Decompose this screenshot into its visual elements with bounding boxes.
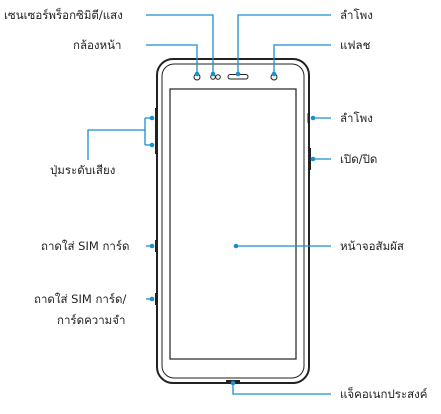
callout-multipurpose-jack <box>232 383 331 395</box>
light-sensor-dot <box>215 74 221 80</box>
power-button <box>308 148 311 170</box>
sim-tray-slot-1 <box>155 240 158 252</box>
label-speaker-top: ลำโพง <box>340 8 373 22</box>
label-flash: แฟลช <box>340 38 371 52</box>
callout-light-sensor <box>146 14 214 74</box>
side-speaker <box>307 113 310 123</box>
touchscreen-area <box>169 88 297 360</box>
label-front-camera: กล้องหน้า <box>73 38 122 52</box>
callout-volume <box>87 129 145 158</box>
label-sim-tray-2-line2: การ์ดความจำ <box>57 313 126 327</box>
label-volume-key: ปุ่มระดับเสียง <box>50 163 116 177</box>
volume-button <box>155 108 158 154</box>
label-sim-tray-1: ถาดใส่ SIM การ์ด <box>41 239 130 253</box>
callout-speaker-top <box>237 14 331 74</box>
label-touchscreen: หน้าจอสัมผัส <box>340 239 404 253</box>
label-light-sensor: เซนเซอร์พร็อกซิมิตี/แสง <box>4 8 123 22</box>
label-multipurpose-jack: แจ็คอเนกประสงค์ <box>340 387 428 401</box>
label-speaker-side: ลำโพง <box>340 111 373 125</box>
label-sim-tray-2-line1: ถาดใส่ SIM การ์ด/ <box>34 292 127 306</box>
phone-body-inner <box>161 63 305 379</box>
callout-flash <box>273 44 331 74</box>
callout-front-camera <box>146 44 198 74</box>
sim-tray-slot-2 <box>155 293 158 305</box>
label-power-key: เปิด/ปิด <box>340 152 378 166</box>
